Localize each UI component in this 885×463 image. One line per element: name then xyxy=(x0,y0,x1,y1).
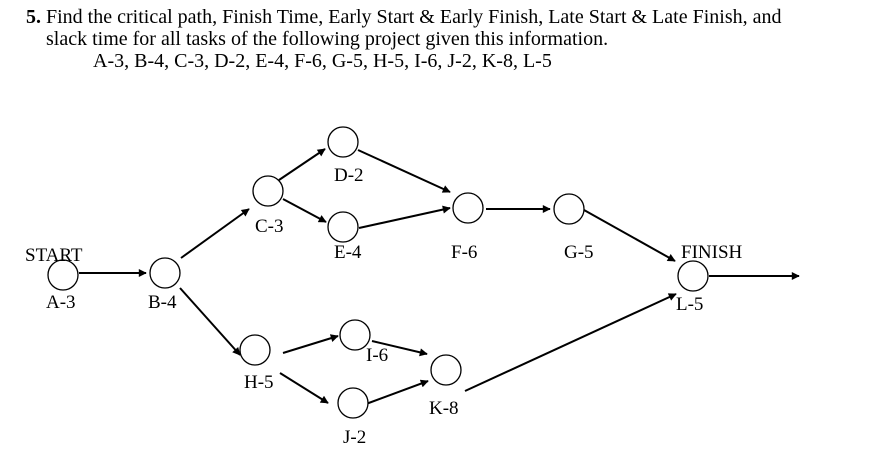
label-F: F-6 xyxy=(451,242,477,263)
edge-C-E xyxy=(282,198,327,223)
problem-number: 5. xyxy=(26,6,41,28)
edge-I-K xyxy=(371,340,428,357)
label-B: B-4 xyxy=(148,292,177,313)
node-C xyxy=(252,175,284,207)
node-D xyxy=(327,126,359,158)
node-H xyxy=(239,334,271,366)
edge-J-K xyxy=(365,379,429,405)
label-C: C-3 xyxy=(255,216,284,237)
finish-label: FINISH xyxy=(681,242,743,263)
node-B xyxy=(149,257,181,289)
node-L xyxy=(677,260,709,292)
node-J xyxy=(337,387,369,419)
edge-K-L xyxy=(464,293,677,392)
label-G: G-5 xyxy=(564,242,594,263)
node-G xyxy=(553,193,585,225)
problem-line-2: slack time for all tasks of the followin… xyxy=(46,28,609,50)
label-E: E-4 xyxy=(334,242,362,263)
label-A: A-3 xyxy=(46,292,76,313)
edge-H-J xyxy=(279,372,329,404)
edge-H-I xyxy=(282,334,339,354)
label-J: J-2 xyxy=(343,427,366,448)
node-A xyxy=(47,259,79,291)
edge-C-D xyxy=(278,148,326,181)
start-label: START xyxy=(25,245,83,266)
edge-B-C xyxy=(180,208,250,259)
edge-E-F xyxy=(358,205,451,229)
edge-G-L xyxy=(583,209,676,262)
label-K: K-8 xyxy=(429,398,459,419)
task-durations: A-3, B-4, C-3, D-2, E-4, F-6, G-5, H-5, … xyxy=(93,50,552,72)
label-L: L-5 xyxy=(676,294,703,315)
node-E xyxy=(327,211,359,243)
label-I: I-6 xyxy=(366,345,388,366)
label-D: D-2 xyxy=(334,165,364,186)
node-K xyxy=(430,354,462,386)
edge-B-H xyxy=(179,287,241,356)
problem-statement: 5. Find the critical path, Finish Time, … xyxy=(26,6,876,72)
node-F xyxy=(452,192,484,224)
label-H: H-5 xyxy=(244,372,274,393)
edge-D-F xyxy=(357,149,451,193)
problem-line-1: 5. Find the critical path, Finish Time, … xyxy=(26,6,782,28)
node-I xyxy=(339,319,371,351)
